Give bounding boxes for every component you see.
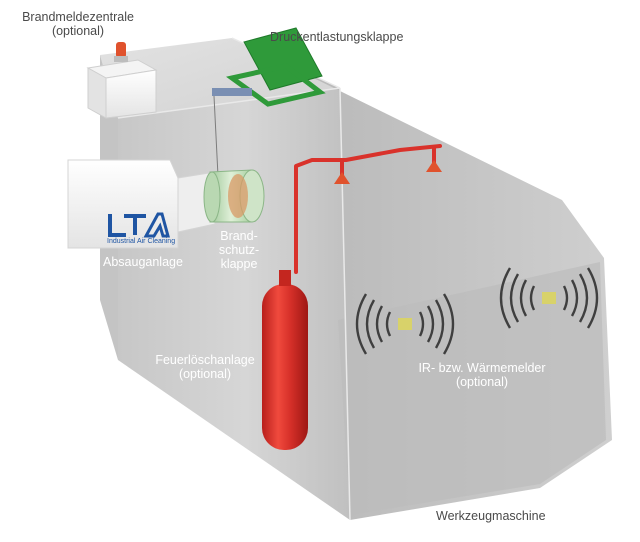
label-brandmeldezentrale-line2: (optional) xyxy=(51,24,105,38)
label-brandschutzklappe: Brand- schutz- klappe xyxy=(210,229,268,271)
label-brandschutzklappe-line3: klappe xyxy=(220,257,258,271)
flap-frame xyxy=(226,63,326,107)
fire-damper xyxy=(203,169,265,223)
lta-logo-a-mark xyxy=(143,212,170,238)
lta-logo xyxy=(108,212,170,238)
label-brandmeldezentrale: Brandmeldezentrale (optional) xyxy=(18,10,138,38)
label-waermemelder-line2: (optional) xyxy=(455,375,509,389)
nozzle-right xyxy=(426,160,442,172)
bottle-body xyxy=(262,284,308,450)
detector-right-wave-l3 xyxy=(509,273,520,323)
damper-back-ring xyxy=(203,171,221,223)
label-brandschutzklappe-line2: schutz- xyxy=(218,243,260,257)
machine-housing xyxy=(100,37,612,521)
detector-link xyxy=(212,88,252,177)
detector-right-wave-r1 xyxy=(562,285,569,311)
label-waermemelder-line1: IR- bzw. Wärmemelder xyxy=(418,361,546,375)
detector-right-wave-r3 xyxy=(578,273,589,323)
detector-left-wave-l3 xyxy=(365,299,376,349)
detector-right-wave-r4 xyxy=(586,267,599,329)
damper-blade xyxy=(228,174,248,218)
lta-logo-t-mark xyxy=(124,214,146,235)
detector-left-wave-r2 xyxy=(426,305,435,343)
label-feuerloeschanlage-line2: (optional) xyxy=(178,367,232,381)
housing-top-face xyxy=(100,38,340,118)
label-absauganlage: Absauganlage xyxy=(103,255,183,269)
alarm-box-side xyxy=(105,69,157,119)
nozzle-left xyxy=(334,172,350,184)
detector-right-wave-l2 xyxy=(519,279,528,317)
pressure-relief-flap xyxy=(226,27,326,107)
label-druckentlastungsklappe: Druckentlastungsklappe xyxy=(270,30,404,44)
label-brandschutzklappe-line1: Brand- xyxy=(220,229,258,243)
detector-right-wave-r2 xyxy=(570,279,579,317)
detector-left-wave-l4 xyxy=(355,293,368,355)
heat-detector-right xyxy=(499,267,599,329)
detector-left-wave-r1 xyxy=(418,311,425,337)
label-brandmeldezentrale-line1: Brandmeldezentrale xyxy=(22,10,134,24)
lta-logo-tagline: Industrial Air Cleaning xyxy=(107,238,176,245)
alarm-control-unit xyxy=(86,42,158,119)
detector-left-wave-l1 xyxy=(385,311,392,337)
heat-detector-left xyxy=(355,293,455,355)
alarm-light xyxy=(116,42,126,58)
detector-right-wave-l4 xyxy=(499,267,512,329)
detector-right-sensor xyxy=(542,292,556,304)
lta-logo-l-mark xyxy=(108,214,126,237)
detector-left-sensor xyxy=(398,318,412,330)
link-wire xyxy=(213,95,219,177)
detector-left-wave-r3 xyxy=(434,299,445,349)
link-sensor-bar xyxy=(212,88,252,96)
label-waermemelder: IR- bzw. Wärmemelder (optional) xyxy=(412,361,552,389)
bottle-neck xyxy=(279,270,291,286)
detector-left-wave-r4 xyxy=(442,293,455,355)
pipe-riser xyxy=(294,144,442,274)
housing-front-face xyxy=(118,88,350,520)
label-werkzeugmaschine: Werkzeugmaschine xyxy=(436,509,546,523)
detector-right-wave-l1 xyxy=(529,285,536,311)
alarm-light-base xyxy=(114,56,128,62)
label-feuerloeschanlage-line1: Feuerlöschanlage xyxy=(155,353,255,367)
label-feuerloeschanlage: Feuerlöschanlage (optional) xyxy=(152,353,258,381)
extinguisher-bottle xyxy=(262,270,308,450)
detector-left-wave-l2 xyxy=(375,305,384,343)
